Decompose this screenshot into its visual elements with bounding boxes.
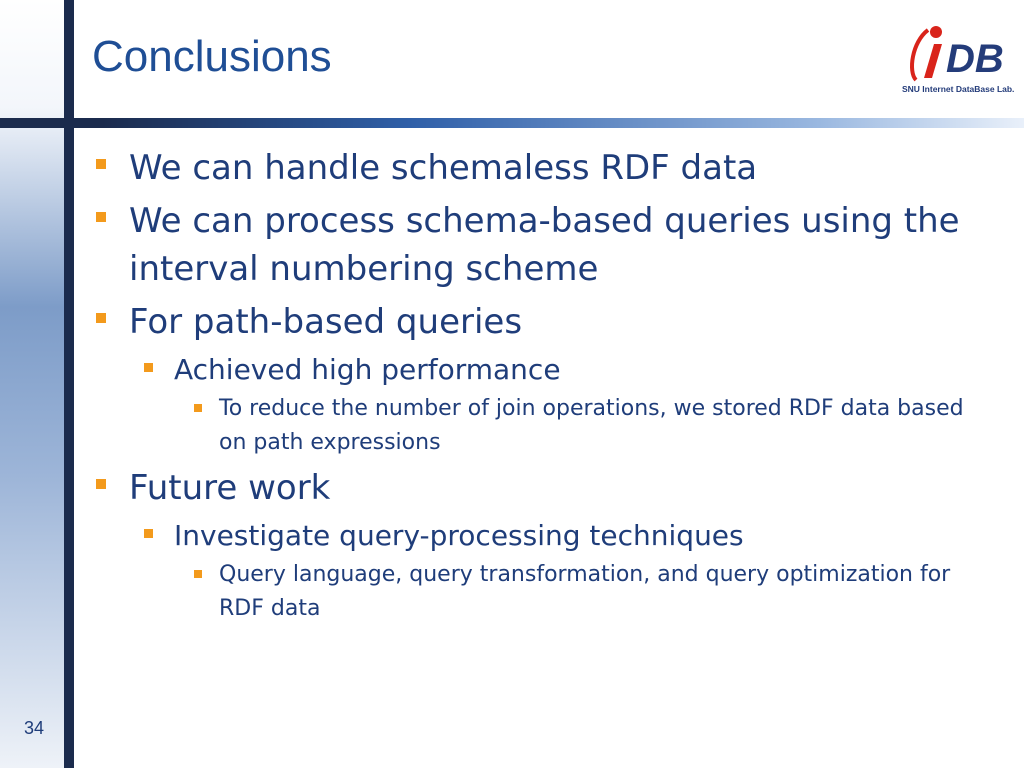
idb-logo-icon: DB: [910, 26, 1004, 82]
bullet-square-icon: [144, 529, 153, 538]
bullet-text: We can process schema-based queries usin…: [129, 201, 960, 289]
bullet-square-icon: [194, 404, 202, 412]
bullet-text: For path-based queries: [129, 302, 523, 342]
bullet-text: Achieved high performance: [174, 353, 561, 386]
logo-subtitle: SNU Internet DataBase Lab.: [902, 84, 1015, 94]
logo-mark-text: DB: [946, 37, 1004, 81]
idb-logo: DB SNU Internet DataBase Lab.: [900, 22, 1018, 100]
bullet-list: We can handle schemaless RDF data We can …: [92, 144, 992, 626]
bullet-item-level-2: Investigate query-processing techniques: [92, 517, 992, 555]
vertical-rule: [64, 0, 74, 768]
bullet-item-level-3: Query language, query transformation, an…: [92, 558, 992, 626]
bullet-square-icon: [96, 212, 106, 222]
bullet-text: Query language, query transformation, an…: [219, 562, 951, 621]
bullet-text: To reduce the number of join operations,…: [219, 396, 964, 455]
slide-title: Conclusions: [92, 32, 332, 81]
bullet-item-level-3: To reduce the number of join operations,…: [92, 392, 992, 460]
bullet-text: Future work: [129, 468, 331, 508]
bullet-item-level-1: We can process schema-based queries usin…: [92, 197, 992, 293]
bullet-item-level-1: For path-based queries: [92, 298, 992, 346]
bullet-square-icon: [194, 570, 202, 578]
bullet-square-icon: [96, 479, 106, 489]
bullet-content: We can handle schemaless RDF data We can …: [92, 144, 992, 630]
bullet-text: We can handle schemaless RDF data: [129, 148, 758, 188]
bullet-item-level-2: Achieved high performance: [92, 351, 992, 389]
bullet-item-level-1: Future work: [92, 464, 992, 512]
page-number: 34: [24, 718, 45, 738]
bullet-item-level-1: We can handle schemaless RDF data: [92, 144, 992, 192]
title-underline-rule: [0, 118, 1024, 128]
bullet-text: Investigate query-processing techniques: [174, 519, 744, 552]
left-decorative-band: [0, 0, 66, 768]
bullet-square-icon: [144, 363, 153, 372]
bullet-square-icon: [96, 159, 106, 169]
bullet-square-icon: [96, 313, 106, 323]
